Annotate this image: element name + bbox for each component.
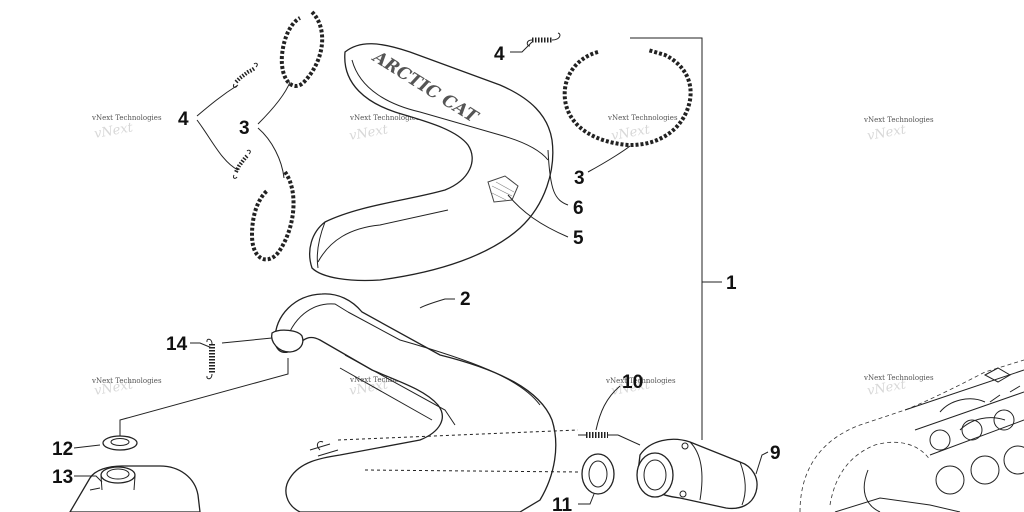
spring-upper-left xyxy=(232,62,258,88)
svg-text:vNext: vNext xyxy=(866,122,908,144)
callout-labels: 1 2 3 3 4 4 5 6 9 10 11 12 13 14 xyxy=(52,44,781,512)
callout-4-top: 4 xyxy=(494,44,505,65)
svg-text:vNext: vNext xyxy=(610,377,652,399)
svg-text:vNext: vNext xyxy=(93,377,135,399)
callout-3-right: 3 xyxy=(574,168,585,189)
callout-11: 11 xyxy=(552,495,573,512)
watermark-text: vNext Technologies xyxy=(91,114,162,122)
callout-10: 10 xyxy=(622,372,643,393)
chain-clamp-right xyxy=(562,48,693,148)
svg-text:vNext: vNext xyxy=(348,377,390,399)
leader-lines xyxy=(73,37,769,505)
callout-6: 6 xyxy=(573,198,584,219)
grommet xyxy=(102,435,138,451)
watermark-text: vNext Technologies xyxy=(91,377,162,385)
callout-1: 1 xyxy=(726,273,737,294)
spring-top xyxy=(526,32,561,47)
watermark-text: vNext Technologies xyxy=(607,114,678,122)
svg-text:vNext: vNext xyxy=(610,122,652,144)
callout-4-left: 4 xyxy=(178,109,189,130)
callout-3-left: 3 xyxy=(239,118,250,139)
spring-lower-left xyxy=(232,149,251,179)
callout-14: 14 xyxy=(166,334,188,355)
gasket-ring xyxy=(581,453,615,495)
chain-clamp-upper-left xyxy=(279,10,325,88)
watermark-text: vNext Technologies xyxy=(863,116,934,124)
engine-reference xyxy=(799,359,1024,512)
decal xyxy=(487,175,519,203)
spring-14 xyxy=(206,338,215,380)
muffler xyxy=(69,465,201,512)
watermark-text: vNext Technologies xyxy=(349,376,420,384)
watermark-text: vNext Technologies xyxy=(605,377,676,385)
heat-shield: ARCTIC CAT xyxy=(309,43,554,282)
callout-13: 13 xyxy=(52,467,73,488)
callout-2: 2 xyxy=(460,289,471,310)
svg-text:vNext: vNext xyxy=(866,377,908,399)
chain-clamp-lower-left xyxy=(249,170,296,262)
callout-12: 12 xyxy=(52,439,73,460)
exhaust-manifold xyxy=(636,438,758,510)
svg-text:vNext: vNext xyxy=(348,122,390,144)
watermarks: vNext vNext Technologies vNext vNext Tec… xyxy=(91,114,934,399)
watermark-text: vNext Technologies xyxy=(349,114,420,122)
callout-9: 9 xyxy=(770,443,781,464)
expansion-chamber xyxy=(271,293,557,512)
svg-text:vNext: vNext xyxy=(93,120,135,142)
callout-5: 5 xyxy=(573,228,584,249)
watermark-text: vNext Technologies xyxy=(863,374,934,382)
